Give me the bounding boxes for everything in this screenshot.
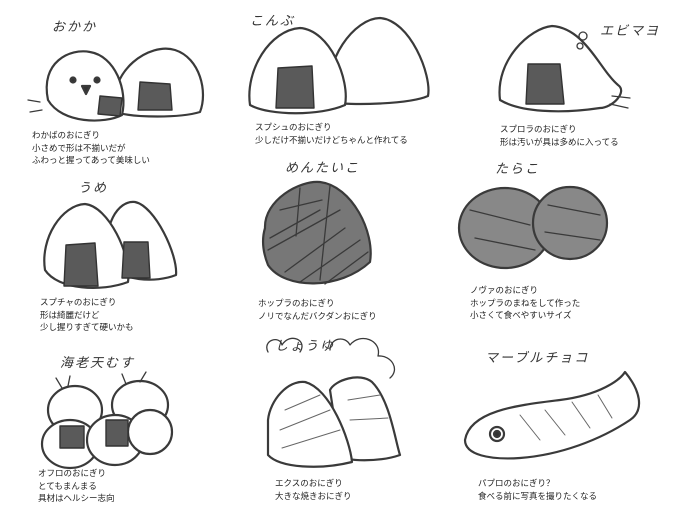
item-caption: スプシュのおにぎり少しだけ不揃いだけどちゃんと作れてる xyxy=(255,123,408,146)
mentaiko-onigiri-drawing xyxy=(261,180,372,285)
ume-onigiri-drawing xyxy=(43,200,178,289)
item-title: うめ xyxy=(78,181,109,196)
item-title: おかか xyxy=(52,20,98,35)
shouyu-onigiri-drawing xyxy=(266,337,402,468)
item-caption: わかばのおにぎり小さめで形は不揃いだがふわっと握ってあって美味しい xyxy=(32,131,150,166)
item-caption: エクスのおにぎり大きな焼きおにぎり xyxy=(275,479,352,502)
item-caption: オフロのおにぎりとてもまんまる具材はヘルシー志向 xyxy=(38,469,115,504)
item-title: マーブルチョコ xyxy=(485,351,590,366)
item-caption: スプロラのおにぎり形は汚いが具は多めに入ってる xyxy=(500,125,619,148)
konbu-onigiri-drawing xyxy=(248,16,430,115)
item-title: こんぶ xyxy=(250,14,296,29)
item-title: エビマヨ xyxy=(600,24,661,39)
ebiten-onigiri-drawing xyxy=(40,371,174,470)
item-caption: パプロのおにぎり？食べる前に写真を撮りたくなる xyxy=(478,479,598,502)
item-title: めんたいこ xyxy=(285,161,361,176)
okaka-onigiri-drawing xyxy=(27,47,204,122)
item-title: しょうゆ xyxy=(275,339,336,354)
item-caption: スプチャのおにぎり形は綺麗だけど少し握りすぎて硬いかも xyxy=(40,298,134,333)
item-title: 海老天むす xyxy=(60,356,136,371)
item-title: たらこ xyxy=(495,162,541,177)
item-caption: ノヴァのおにぎりホップラのまねをして作った小さくて食べやすいサイズ xyxy=(470,286,581,321)
tarako-onigiri-drawing xyxy=(457,185,609,270)
marblechoco-onigiri-drawing xyxy=(463,370,641,460)
item-caption: ホップラのおにぎりノリでなんだバクダンおにぎり xyxy=(258,299,377,322)
ebimayo-onigiri-drawing xyxy=(498,24,631,113)
